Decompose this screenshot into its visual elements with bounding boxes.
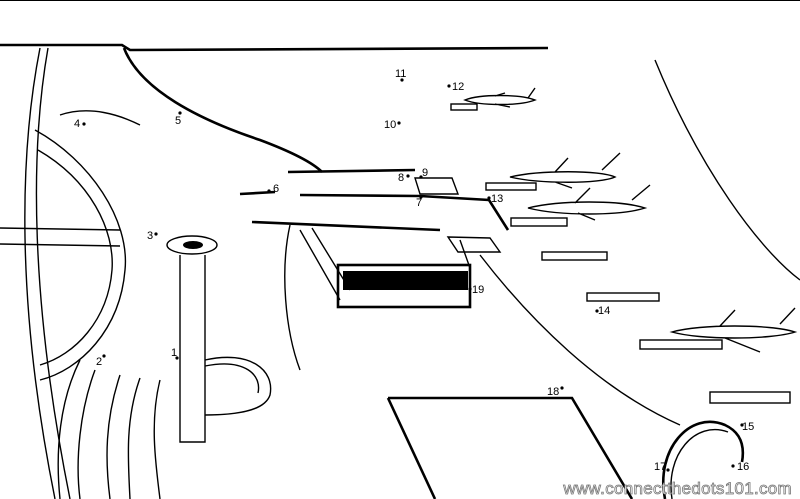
dot-3[interactable]: 3 <box>147 230 158 242</box>
dot-label: 13 <box>491 193 503 205</box>
dot-point[interactable] <box>560 386 564 390</box>
dot-7[interactable]: 7 <box>416 195 423 209</box>
dot-label: 15 <box>742 421 754 433</box>
dot-label: 19 <box>472 284 484 296</box>
dot-point[interactable] <box>419 175 423 179</box>
dot-19[interactable]: 19 <box>468 284 484 296</box>
dot-point[interactable] <box>400 78 404 82</box>
dot-18[interactable]: 18 <box>547 386 564 398</box>
tower-pillar <box>166 235 272 443</box>
dot-4[interactable]: 4 <box>74 118 86 130</box>
dot-point[interactable] <box>595 309 599 313</box>
dot-point[interactable] <box>178 111 182 115</box>
dot-2[interactable]: 2 <box>96 354 106 368</box>
dot-point[interactable] <box>731 464 735 468</box>
dot-9[interactable]: 9 <box>419 167 428 179</box>
jet-bridge <box>239 168 510 371</box>
dot-8[interactable]: 8 <box>398 172 410 184</box>
terminal-roof <box>0 43 800 281</box>
dot-point[interactable] <box>102 354 106 358</box>
watermark: www.connectthedots101.com <box>563 479 792 498</box>
dot-label: 2 <box>96 356 102 368</box>
dot-label: 18 <box>547 386 559 398</box>
dot-label: 11 <box>395 68 406 80</box>
dot-point[interactable] <box>175 356 179 360</box>
dot-point[interactable] <box>267 189 271 193</box>
dot-point[interactable] <box>468 287 472 291</box>
dot-label: 9 <box>422 167 428 179</box>
dot-label: 8 <box>398 172 404 184</box>
runway-curve <box>386 254 745 499</box>
dot-label: 4 <box>74 118 80 130</box>
dot-label: 14 <box>598 305 610 317</box>
dot-label: 16 <box>737 461 749 473</box>
dot-11[interactable]: 11 <box>395 68 406 82</box>
globe-structure <box>0 47 161 499</box>
dot-10[interactable]: 10 <box>384 119 401 131</box>
dot-1[interactable]: 1 <box>171 347 179 360</box>
airplanes <box>450 87 798 404</box>
dot-label: 3 <box>147 230 153 242</box>
dot-label: 10 <box>384 119 396 131</box>
dot-5[interactable]: 5 <box>175 111 182 127</box>
dot-6[interactable]: 6 <box>267 183 279 195</box>
dot-point[interactable] <box>406 174 410 178</box>
dot-label: 7 <box>416 197 422 209</box>
dot-label: 5 <box>175 115 181 127</box>
dot-point[interactable] <box>397 121 401 125</box>
dot-17[interactable]: 17 <box>654 461 670 473</box>
dot-point[interactable] <box>740 423 744 427</box>
dot-label: 17 <box>654 461 666 473</box>
dot-point[interactable] <box>666 468 670 472</box>
dot-12[interactable]: 12 <box>447 81 464 93</box>
dot-label: 1 <box>171 347 177 359</box>
dot-15[interactable]: 15 <box>740 421 754 433</box>
dot-16[interactable]: 16 <box>731 461 749 473</box>
dot-point[interactable] <box>487 196 491 200</box>
dot-point[interactable] <box>82 122 86 126</box>
dot-13[interactable]: 13 <box>487 193 503 205</box>
dot-label: 6 <box>273 183 279 195</box>
dot-point[interactable] <box>154 232 158 236</box>
dot-14[interactable]: 14 <box>595 305 610 317</box>
dot-point[interactable] <box>447 84 451 88</box>
dot-label: 12 <box>452 81 464 93</box>
dot-point[interactable] <box>419 195 423 199</box>
